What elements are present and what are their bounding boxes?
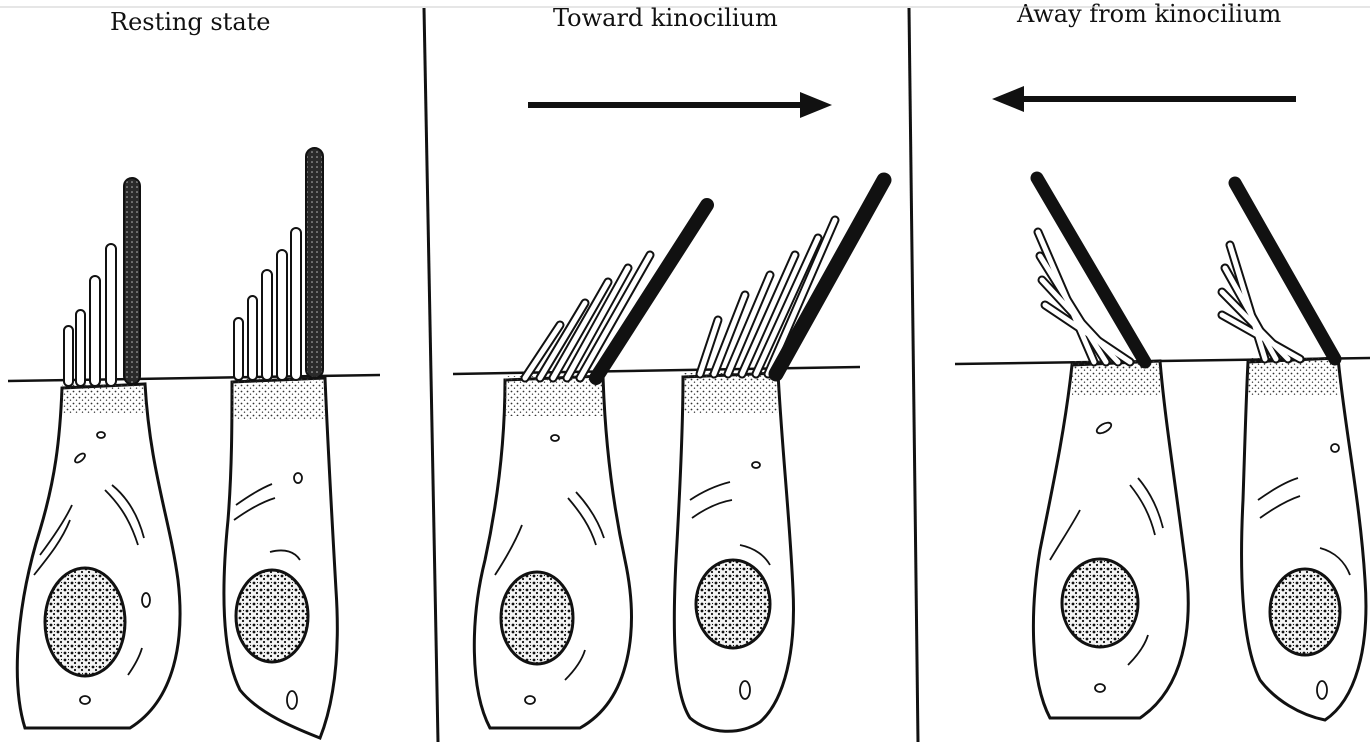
hair-cell-away-left	[1033, 178, 1188, 718]
hair-cell-resting-right	[224, 148, 337, 738]
hair-cell-away-right	[1222, 183, 1366, 720]
deflection-arrow-toward	[528, 92, 832, 118]
hair-cell-toward-right	[674, 180, 884, 731]
hair-cell-resting-left	[17, 178, 180, 728]
deflection-arrow-away	[992, 86, 1296, 112]
hair-cell-toward-left	[474, 205, 707, 728]
